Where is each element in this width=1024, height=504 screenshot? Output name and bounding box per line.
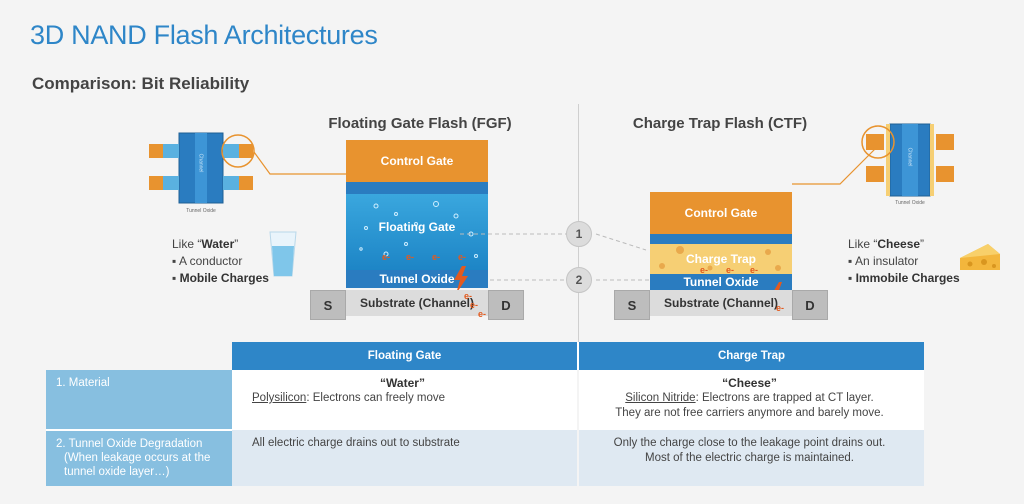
ctf-charge-trap: Charge Trap e- e- e- bbox=[650, 244, 792, 275]
ctf-cell-tag: Tunnel Oxide bbox=[895, 200, 925, 206]
ctf-like-word: Cheese bbox=[877, 237, 921, 251]
fgf-substrate: Substrate (Channel) bbox=[346, 290, 488, 316]
fgf-like-word: Water bbox=[201, 237, 235, 251]
ctf-cell-svg bbox=[861, 123, 954, 197]
ctf-drain: D bbox=[792, 290, 828, 320]
ctf-electron: e- bbox=[750, 265, 759, 275]
ctf-control-gate: Control Gate bbox=[650, 192, 792, 234]
fgf-stack: Control Gate Floating Gate e- e- e- e- T… bbox=[346, 140, 488, 288]
marker-1: 1 bbox=[566, 221, 592, 247]
fgf-electron: e- bbox=[406, 252, 415, 262]
page-subtitle: Comparison: Bit Reliability bbox=[32, 74, 250, 93]
fgf-channel-tag: Channel bbox=[197, 153, 204, 173]
fgf-tunnel-oxide: Tunnel Oxide bbox=[346, 270, 488, 288]
fgf-bullet-2: ▪ Mobile Charges bbox=[172, 271, 269, 285]
ctf-connector-line bbox=[792, 147, 877, 185]
ctf-bullet-2: ▪ Immobile Charges bbox=[848, 271, 960, 285]
lightning-icon bbox=[454, 266, 468, 294]
ctf-electron: e- bbox=[726, 265, 735, 275]
ctf-tunnel-oxide: Tunnel Oxide bbox=[650, 274, 792, 290]
ctf-electron: e- bbox=[700, 265, 709, 275]
ctf-bullet-1: ▪ An insulator bbox=[848, 254, 919, 268]
marker-dashed-lines bbox=[460, 233, 656, 281]
fgf-cell-svg bbox=[149, 132, 255, 204]
fgf-bubbles bbox=[359, 201, 478, 258]
fgf-like-text: Like “Water” ▪ A conductor ▪ Mobile Char… bbox=[172, 237, 269, 285]
ctf-title: Charge Trap Flash (CTF) bbox=[632, 115, 808, 132]
ctf-blocking-oxide bbox=[650, 234, 792, 244]
cell-fg-material: “Water” Polysilicon: Electrons can freel… bbox=[232, 370, 579, 430]
ctf-source: S bbox=[614, 290, 650, 320]
water-glass-icon bbox=[269, 231, 297, 277]
fgf-cell-illustration: Tunnel Oxide Channel bbox=[145, 128, 257, 218]
fgf-control-gate: Control Gate bbox=[346, 140, 488, 182]
ctf-substrate: Substrate (Channel) bbox=[650, 290, 792, 316]
row-label-material: 1. Material bbox=[46, 370, 232, 431]
fgf-leak-electron: e- bbox=[470, 300, 479, 310]
fgf-connector-line bbox=[253, 151, 346, 175]
table-row: 2. Tunnel Oxide Degradation (When leakag… bbox=[46, 430, 924, 486]
fgf-leak-electron: e- bbox=[464, 291, 473, 301]
fgf-electron: e- bbox=[382, 252, 391, 262]
fgf-electron: e- bbox=[458, 252, 467, 262]
column-header-charge-trap: Charge Trap bbox=[578, 342, 924, 370]
ctf-leak-electron: e- bbox=[776, 303, 785, 313]
ctf-stack: Control Gate Charge Trap e- e- e- Tunnel… bbox=[650, 192, 792, 290]
fgf-electron: e- bbox=[432, 252, 441, 262]
comparison-table: Floating Gate Charge Trap 1. Material “W… bbox=[46, 342, 924, 486]
fgf-source: S bbox=[310, 290, 346, 320]
page-title: 3D NAND Flash Architectures bbox=[30, 20, 378, 50]
cell-ct-material: “Cheese” Silicon Nitride: Electrons are … bbox=[578, 370, 924, 430]
ctf-cell-illustration: Tunnel Oxide Channel bbox=[860, 120, 960, 210]
column-header-floating-gate: Floating Gate bbox=[232, 342, 579, 370]
fgf-leak-electron: e- bbox=[478, 309, 487, 319]
cell-fg-degradation: All electric charge drains out to substr… bbox=[232, 430, 579, 486]
table-header-row: Floating Gate Charge Trap bbox=[46, 342, 924, 370]
ctf-charge-trap-label: Charge Trap bbox=[685, 252, 757, 266]
ctf-channel-tag: Channel bbox=[906, 147, 913, 167]
fgf-cell-tag: Tunnel Oxide bbox=[186, 208, 216, 214]
fgf-title: Floating Gate Flash (FGF) bbox=[328, 115, 512, 132]
cell-ct-degradation: Only the charge close to the leakage poi… bbox=[578, 430, 924, 486]
ctf-like-text: Like “Cheese” ▪ An insulator ▪ Immobile … bbox=[848, 237, 960, 285]
cheese-icon bbox=[960, 244, 1000, 270]
fgf-floating-gate-label: Floating Gate bbox=[378, 220, 456, 234]
marker-2: 2 bbox=[566, 267, 592, 293]
fgf-bullet-1: ▪ A conductor bbox=[172, 254, 243, 268]
fgf-drain: D bbox=[488, 290, 524, 320]
ctf-cheese-holes bbox=[659, 246, 781, 271]
fgf-oxide-top bbox=[346, 182, 488, 194]
table-row: 1. Material “Water” Polysilicon: Electro… bbox=[46, 370, 924, 431]
fgf-floating-gate: Floating Gate e- e- e- e- bbox=[346, 194, 488, 270]
row-label-degradation: 2. Tunnel Oxide Degradation (When leakag… bbox=[46, 430, 232, 486]
table-corner bbox=[46, 342, 232, 370]
